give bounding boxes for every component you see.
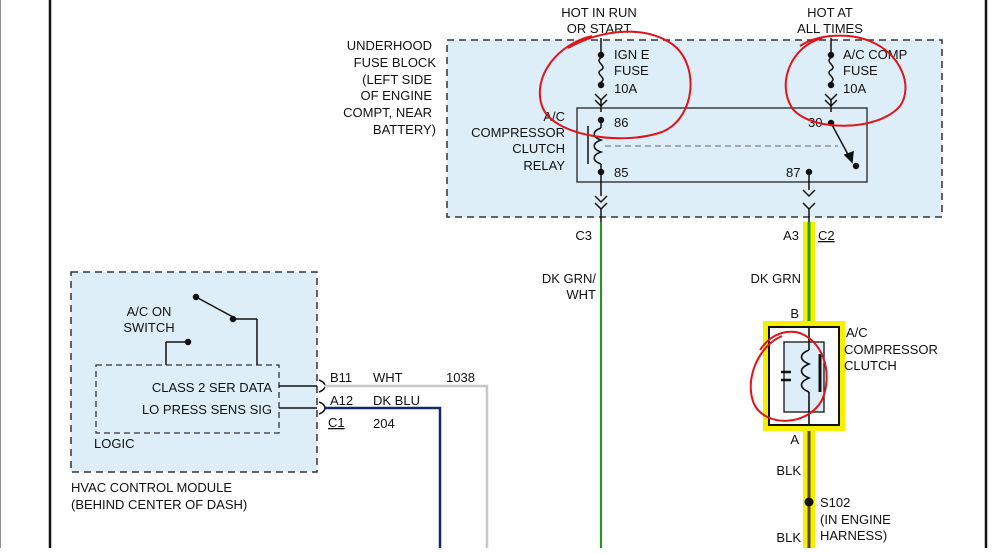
connector-c2: C2 — [818, 228, 835, 243]
hvac-control-module-panel — [70, 271, 318, 473]
connector-c3: C3 — [575, 228, 592, 243]
ign-fuse-label: FUSE — [614, 63, 649, 78]
wire-wht-label: WHT — [373, 370, 403, 385]
fuse-block-label-6: BATTERY) — [373, 122, 436, 137]
hot-all-times-label-2: ALL TIMES — [797, 21, 863, 36]
connector-c3-symbol — [594, 172, 608, 222]
wire-dk-blu-circuit: 204 — [373, 416, 395, 431]
ac-fuse-name: A/C COMP — [843, 47, 907, 62]
fuse-block-label-2: FUSE BLOCK — [354, 55, 437, 70]
ign-e-fuse — [594, 38, 608, 112]
splice-label-2: HARNESS) — [820, 528, 887, 543]
relay-label-3: CLUTCH — [512, 141, 565, 156]
hot-run-start-label-2: OR START — [567, 21, 632, 36]
clutch-coil-symbol — [781, 327, 822, 425]
splice-s102 — [804, 497, 814, 507]
clutch-label-3: CLUTCH — [844, 358, 897, 373]
relay-switch-contact — [805, 119, 860, 176]
fuse-block-label-4: OF ENGINE — [360, 88, 432, 103]
clutch-connector-b: B — [790, 306, 799, 321]
ac-on-switch-label-1: A/C ON — [127, 304, 172, 319]
wire-dk-grn-label: DK GRN — [750, 271, 801, 286]
hot-all-times-label-1: HOT AT — [807, 5, 853, 20]
annotation-circle-clutch — [749, 330, 828, 422]
logic-box — [95, 364, 280, 434]
fuse-block-label-3: (LEFT SIDE — [362, 72, 432, 87]
connector-a3: A3 — [783, 228, 799, 243]
clutch-label-2: COMPRESSOR — [844, 342, 938, 357]
hvac-module-label-1: HVAC CONTROL MODULE — [71, 480, 232, 495]
relay-label-2: COMPRESSOR — [471, 125, 565, 140]
relay-pin-85: 85 — [614, 165, 628, 180]
pin-a12: A12 — [330, 393, 353, 408]
wire-blk-label-lower: BLK — [776, 530, 801, 545]
wire-dk-grn-wht-label-1: DK GRN/ — [542, 271, 597, 286]
annotation-circle-ign-fuse — [538, 30, 692, 140]
class2-ser-data-label: CLASS 2 SER DATA — [152, 380, 272, 395]
logic-label: LOGIC — [94, 436, 134, 451]
wire-dk-blu-label: DK BLU — [373, 393, 420, 408]
relay-label-4: RELAY — [523, 158, 565, 173]
ign-fuse-rating: 10A — [614, 81, 637, 96]
relay-label-1: A/C — [543, 109, 565, 124]
wire-dk-grn-wht-label-2: WHT — [566, 287, 596, 302]
pin-b11: B11 — [330, 370, 352, 385]
ac-comp-fuse — [824, 38, 838, 112]
connector-c2-symbol — [802, 172, 816, 222]
clutch-connector-a: A — [790, 432, 799, 447]
fuse-block-label-1: UNDERHOOD — [347, 38, 432, 53]
fuse-block-label-5: COMPT, NEAR — [343, 105, 432, 120]
wire-blk-label-upper: BLK — [776, 463, 801, 478]
relay-pin-87: 87 — [786, 165, 800, 180]
ac-on-switch — [165, 293, 258, 365]
wire-wht — [324, 384, 489, 548]
ac-fuse-rating: 10A — [843, 81, 866, 96]
ac-on-switch-label-2: SWITCH — [123, 320, 174, 335]
splice-id: S102 — [820, 495, 850, 510]
splice-label-1: (IN ENGINE — [820, 512, 891, 527]
wire-wht-circuit: 1038 — [446, 370, 475, 385]
connector-c1: C1 — [328, 415, 345, 430]
clutch-label-1: A/C — [846, 325, 868, 340]
ac-compressor-clutch-relay — [576, 107, 868, 183]
hvac-module-label-2: (BEHIND CENTER OF DASH) — [71, 497, 247, 512]
relay-pin-86: 86 — [614, 115, 628, 130]
ac-fuse-label: FUSE — [843, 63, 878, 78]
ign-fuse-name: IGN E — [614, 47, 650, 62]
wire-dk-blu — [324, 406, 442, 548]
underhood-fuse-block-panel — [446, 39, 943, 218]
hot-run-start-label-1: HOT IN RUN — [561, 5, 637, 20]
lo-press-sens-sig-label: LO PRESS SENS SIG — [142, 402, 272, 417]
annotation-circle-ac-fuse — [784, 34, 907, 127]
